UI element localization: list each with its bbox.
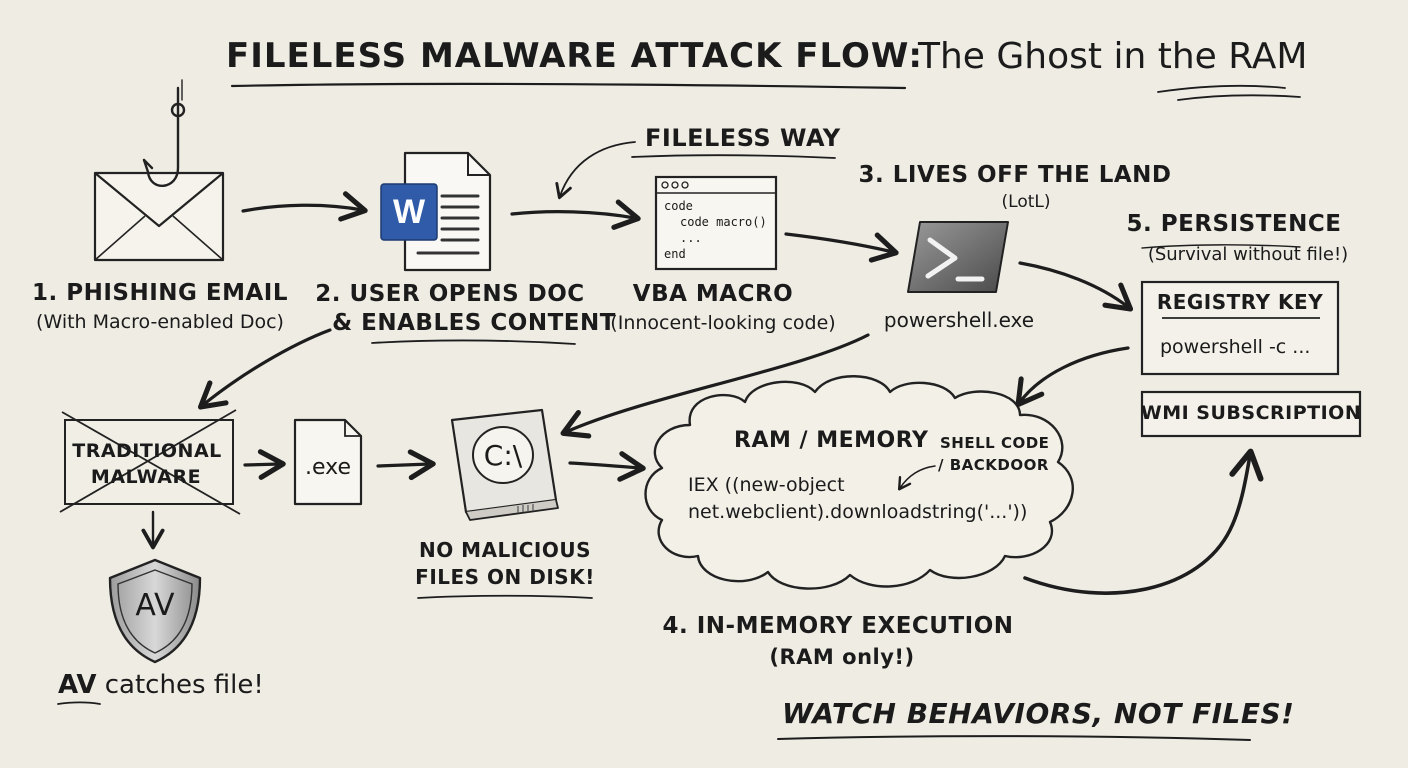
backdoor-label: / BACKDOOR (938, 456, 1049, 474)
av-catches-text: catches file! (96, 670, 264, 700)
arrow-email-to-doc (241, 191, 368, 222)
registry-key-box (1140, 280, 1340, 376)
fileless-way-label: FILELESS WAY (645, 124, 841, 152)
ram-memory-title: RAM / MEMORY (734, 428, 929, 453)
av-shield-text: AV (135, 588, 175, 623)
vba-macro-title: VBA MACRO (632, 281, 794, 307)
step3-title: 3. LIVES OFF THE LAND (858, 162, 1172, 188)
drive-letter-label: C:\ (483, 439, 523, 472)
arrow-powershell-to-drive (560, 333, 870, 439)
vba-code-line: code macro() (680, 215, 767, 229)
ram-memory-cloud (644, 375, 1074, 590)
no-malicious-files-label: NO MALICIOUS (418, 538, 592, 562)
arrow-cloud-to-persistence (1023, 448, 1264, 595)
step4-subtitle: (RAM only!) (769, 645, 915, 669)
arrow-drive-to-cloud (568, 451, 646, 482)
iex-code-line2: net.webclient).downloadstring('...')) (688, 501, 1028, 523)
powershell-icon (907, 221, 1009, 293)
traditional-malware-box (59, 409, 241, 515)
word-logo-letter: W (392, 193, 426, 231)
exe-file-icon (293, 418, 363, 506)
vba-code-line: ... (680, 231, 702, 245)
vba-macro-subtitle: (Innocent-looking code) (610, 312, 836, 334)
page-title: FILELESS MALWARE ATTACK FLOW: (226, 36, 923, 76)
av-catches-file-label: AV catches file! (58, 670, 264, 700)
footer-slogan: WATCH BEHAVIORS, NOT FILES! (782, 697, 1295, 730)
vba-code-window (654, 175, 778, 271)
envelope-icon (93, 171, 225, 262)
step5-subtitle: (Survival without file!) (1147, 244, 1349, 265)
av-underline (57, 701, 101, 705)
vba-code-line: code (664, 199, 693, 213)
step5-title: 5. PERSISTENCE (1126, 211, 1342, 237)
step4-title: 4. IN-MEMORY EXECUTION (662, 613, 1014, 639)
wmi-subscription-label: WMI SUBSCRIPTION (1140, 402, 1362, 424)
hard-drive-icon (450, 408, 559, 521)
no-malicious-files-label-line2: FILES ON DISK! (415, 565, 595, 589)
malware-label: MALWARE (90, 466, 202, 488)
registry-key-title: REGISTRY KEY (1156, 290, 1324, 314)
fishing-hook-icon (142, 79, 186, 187)
arrow-exe-to-drive (376, 449, 436, 481)
persistence-underline (1141, 244, 1301, 249)
arrow-traditional-to-exe (243, 449, 286, 480)
av-shield-icon (108, 558, 202, 664)
step1-subtitle: (With Macro-enabled Doc) (36, 311, 284, 333)
av-word: AV (58, 670, 97, 700)
exe-file-label: .exe (304, 455, 352, 480)
step2-title: 2. USER OPENS DOC (315, 281, 585, 307)
traditional-label: TRADITIONAL (72, 440, 222, 462)
powershell-exe-label: powershell.exe (883, 308, 1035, 332)
step2-title-line2: & ENABLES CONTENT (332, 310, 616, 336)
footer-underline (777, 735, 1251, 741)
step1-title: 1. PHISHING EMAIL (31, 280, 289, 306)
registry-key-value: powershell -c ... (1160, 336, 1311, 358)
wmi-subscription-box (1140, 390, 1362, 438)
arrow-doc-to-vba (510, 199, 641, 230)
arrow-persistence-to-cloud (1015, 346, 1130, 408)
fileless-way-underline (631, 154, 836, 159)
step3-subtitle: (LotL) (1001, 192, 1051, 212)
arrow-vba-to-powershell (784, 232, 899, 263)
shell-code-label: SHELL CODE (940, 434, 1050, 452)
iex-code-line1: IEX ((new-object (688, 474, 845, 496)
arrow-fileless-curve (555, 141, 636, 200)
vba-code-line: end (664, 247, 686, 261)
arrow-doc-to-traditional (197, 328, 332, 410)
page-subtitle: The Ghost in the RAM (918, 36, 1308, 77)
title-underline (230, 82, 1301, 101)
word-document-icon (380, 151, 492, 272)
no-files-underline (417, 594, 593, 599)
arrow-powershell-to-persistence (1018, 261, 1134, 312)
enables-content-underline (371, 339, 576, 345)
arrow-shellcode-pointer (897, 465, 936, 491)
